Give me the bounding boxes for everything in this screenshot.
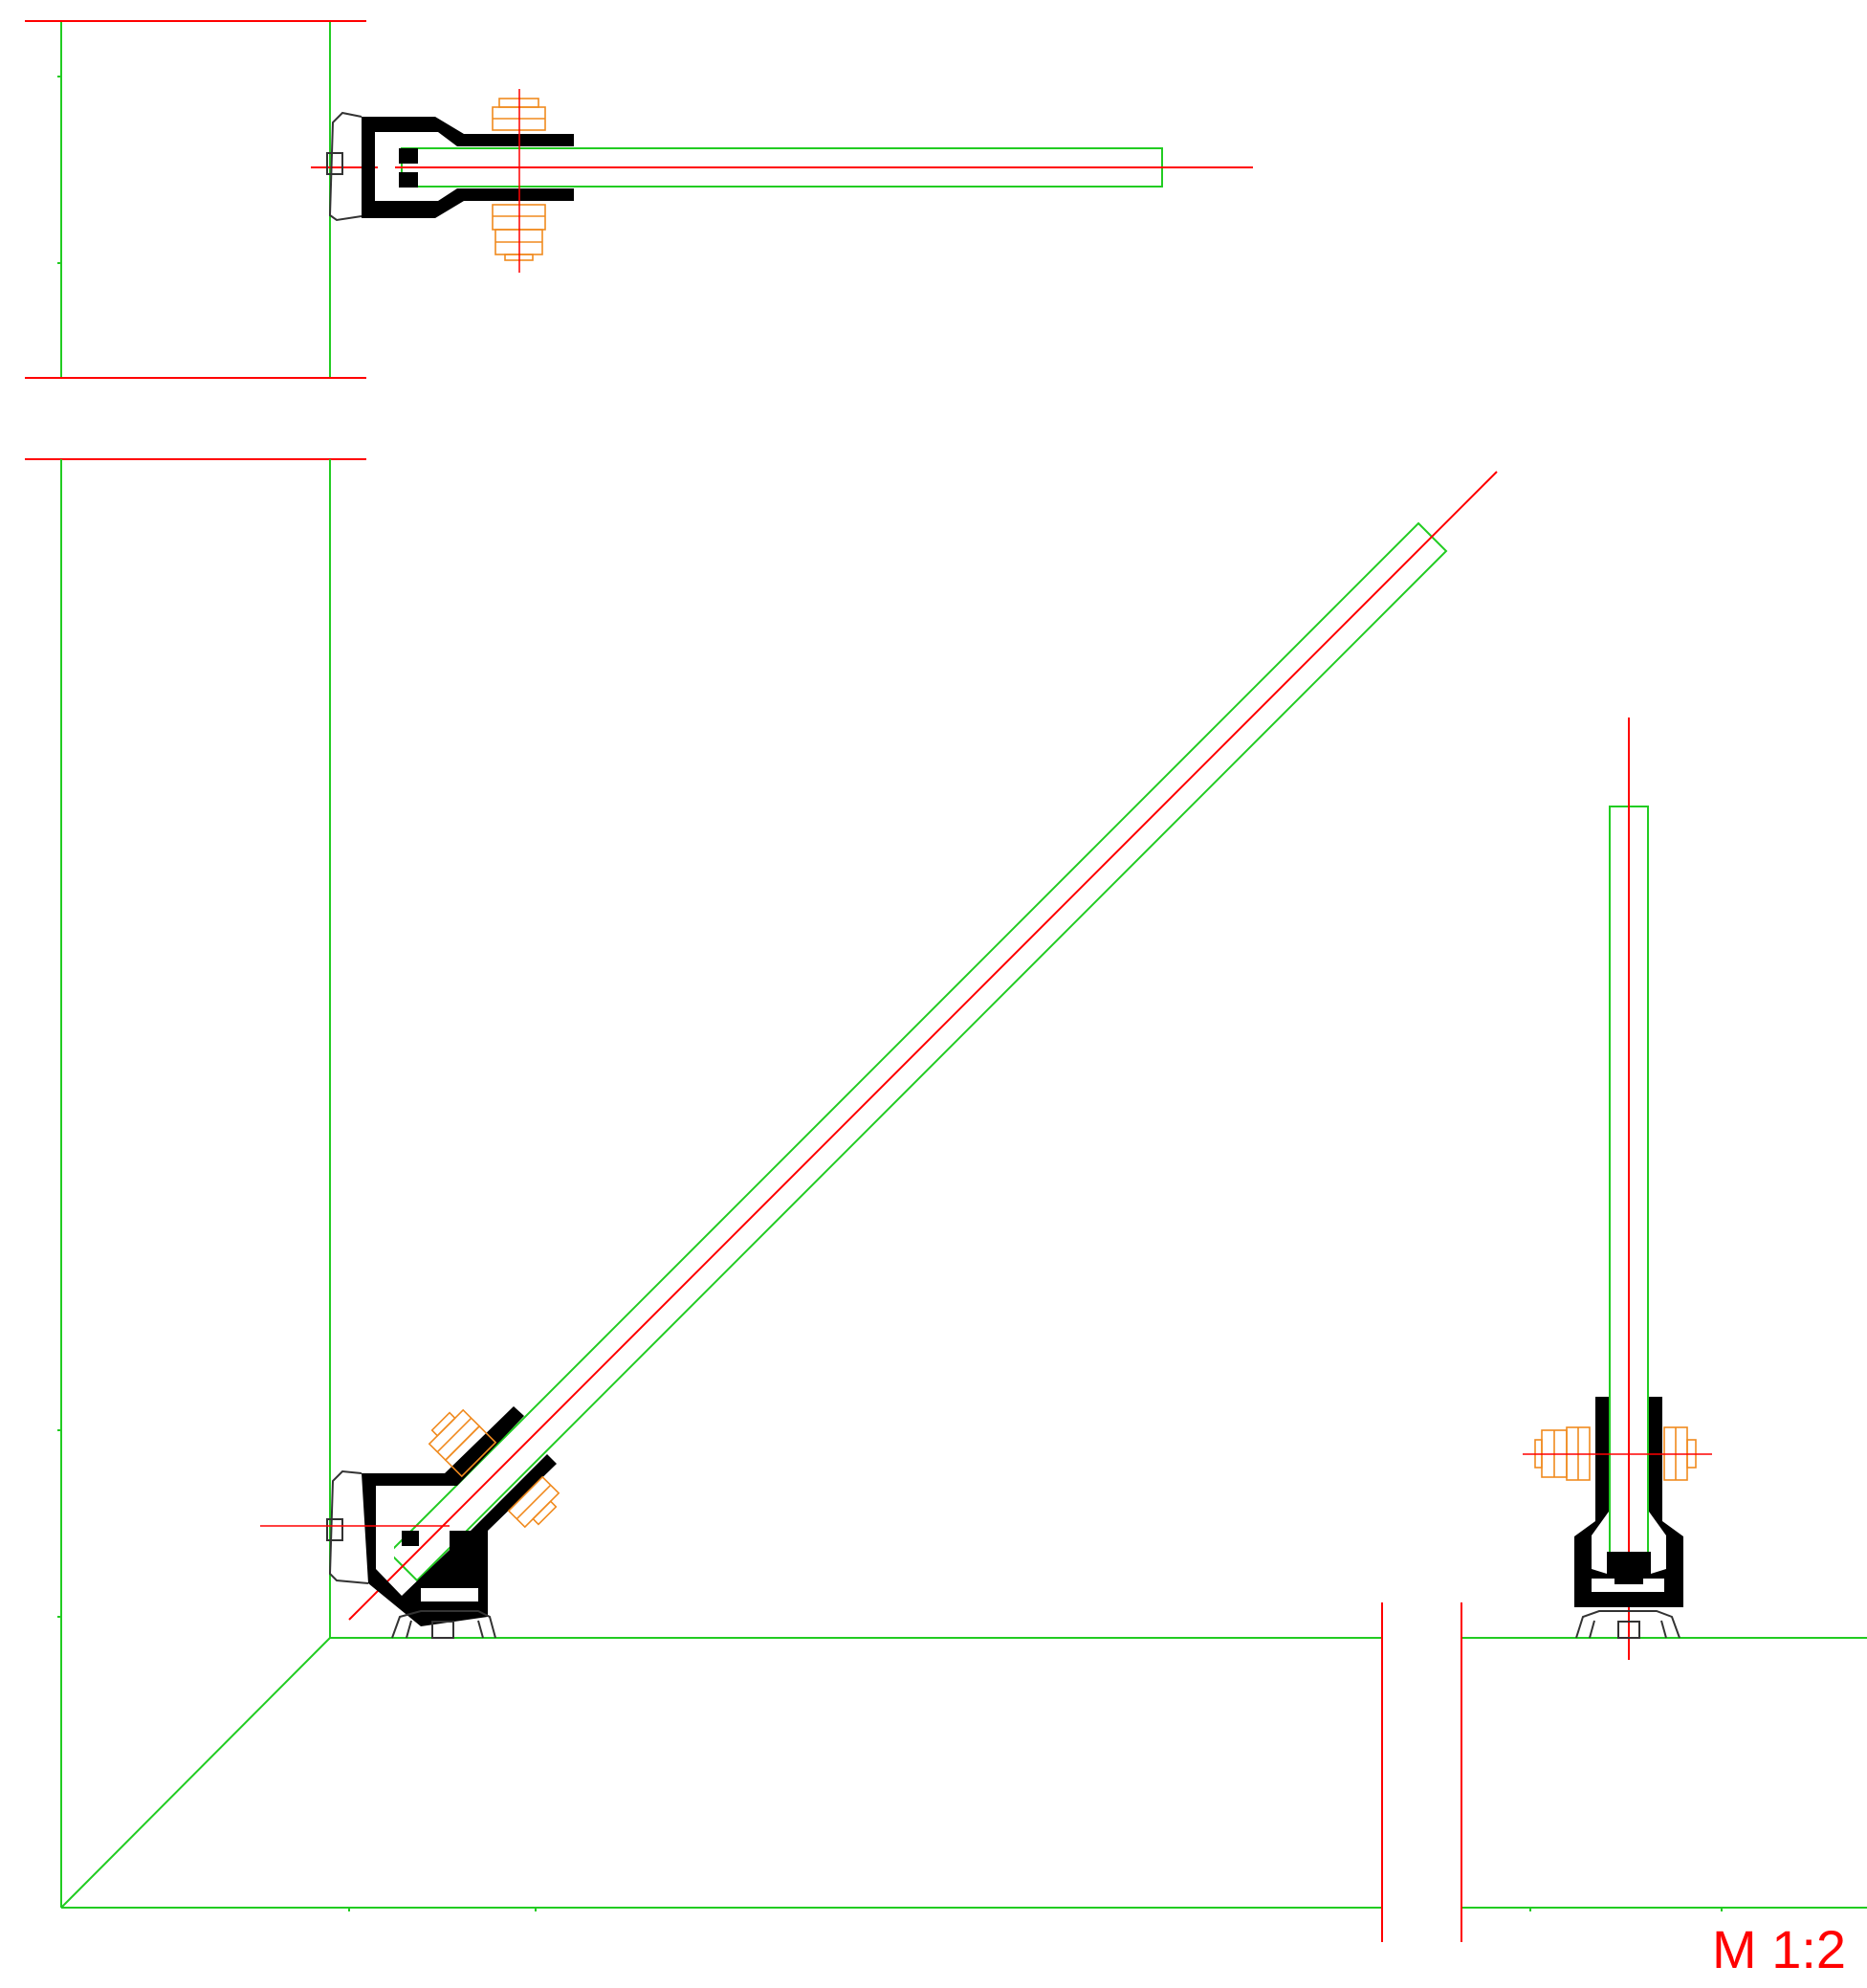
clamp-profile-vertical [1574, 1397, 1683, 1607]
gasket-top [328, 111, 362, 222]
bolt-diagonal-lower [507, 1475, 560, 1529]
horizontal-panel [311, 147, 1253, 188]
clamp-profile-diagonal [326, 1406, 557, 1626]
vertical-panel [1609, 718, 1649, 1660]
clamp-profile-top [326, 111, 574, 222]
profile-vertical [1574, 1397, 1683, 1607]
diagonal-panel [348, 471, 1498, 1621]
miter-line [60, 1637, 331, 1909]
post-section [25, 20, 366, 1908]
foot-gasket-vertical [1575, 1610, 1680, 1639]
gasket-diagonal [328, 1469, 369, 1584]
panel-glass-diagonal [387, 521, 1448, 1582]
scale-label: M 1:2 [1712, 1919, 1847, 1979]
foot-gasket-diagonal [391, 1610, 496, 1639]
panel-centerline-diagonal [348, 471, 1498, 1621]
bolt-diagonal-upper [428, 1408, 497, 1478]
base-section [60, 1602, 1867, 1942]
profile-top [362, 117, 574, 218]
